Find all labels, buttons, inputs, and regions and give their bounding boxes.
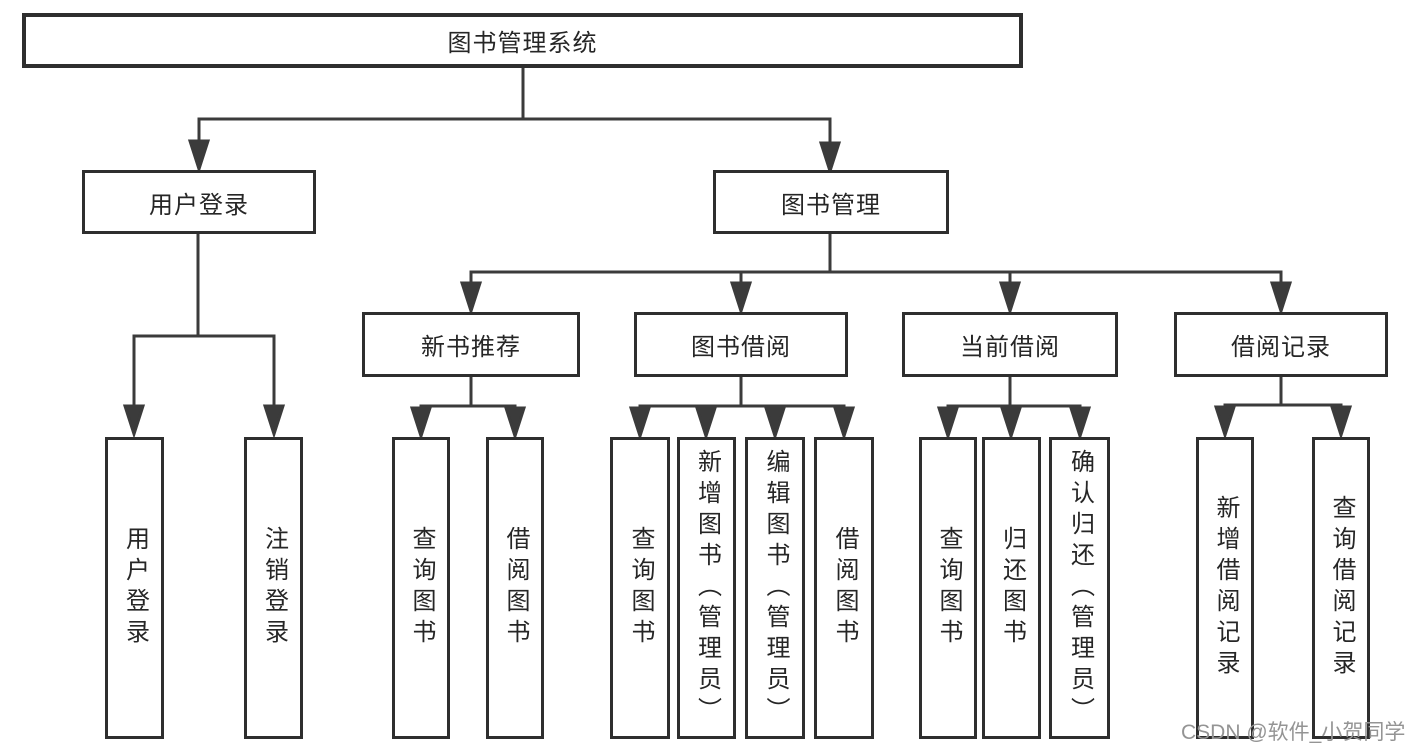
leaf-add-books-admin: 新增图书（管理员） [677,437,736,739]
arrowhead-add-books [694,406,718,441]
leaf-confirm-return-admin: 确认归还（管理员） [1049,437,1110,739]
arrowhead-query-borrow-record [1329,405,1353,440]
arrowhead-new-book-recommendation [459,281,483,316]
arrowhead-add-borrow-record [1213,405,1237,440]
leaf-confirm-return-admin-label: 确认归还（管理员） [1066,448,1094,728]
arrowhead-borrow-books-1 [503,406,527,441]
leaf-add-borrow-record-label: 新增借阅记录 [1212,495,1239,681]
arrowhead-query-books-3 [936,406,960,441]
arrowhead-confirm-return [1068,406,1092,441]
node-new-book-recommendation: 新书推荐 [362,312,580,377]
node-book-borrowing: 图书借阅 [634,312,848,377]
leaf-user-login-label: 用户登录 [121,526,149,650]
leaf-return-books-label: 归还图书 [998,526,1026,650]
connector-book-management-children [459,234,1293,316]
arrowhead-borrowing-records [1269,281,1293,316]
node-new-book-recommendation-label: 新书推荐 [421,334,521,361]
leaf-add-borrow-record: 新增借阅记录 [1196,437,1254,739]
node-borrowing-records: 借阅记录 [1174,312,1388,377]
node-current-borrowing: 当前借阅 [902,312,1118,377]
node-book-borrowing-label: 图书借阅 [691,334,791,361]
leaf-query-books-recommend: 查询图书 [392,437,450,739]
leaf-query-books-recommend-label: 查询图书 [408,526,435,650]
connector-new-book-recommendation-children [409,377,527,441]
leaf-borrow-books-borrowing-label: 借阅图书 [831,526,858,650]
node-book-management: 图书管理 [713,170,949,234]
leaf-query-books-current: 查询图书 [919,437,977,739]
leaf-query-books-current-label: 查询图书 [935,526,962,650]
arrowhead-user-login [187,139,211,174]
leaf-query-books-borrowing: 查询图书 [610,437,670,739]
connector-user-login-children [122,234,286,439]
leaf-edit-books-admin: 编辑图书（管理员） [745,437,805,739]
arrowhead-query-books-2 [628,406,652,441]
leaf-query-books-borrowing-label: 查询图书 [627,526,654,650]
node-user-login-label: 用户登录 [149,191,249,219]
arrowhead-book-management [818,141,842,176]
arrowhead-borrow-books-2 [832,406,856,441]
connector-root-to-level1 [187,68,842,176]
leaf-borrow-books-recommend-label: 借阅图书 [502,526,529,650]
node-root-label: 图书管理系统 [447,30,598,57]
leaf-logout-login: 注销登录 [244,437,303,739]
node-current-borrowing-label: 当前借阅 [960,334,1060,361]
leaf-edit-books-admin-label: 编辑图书（管理员） [762,448,789,728]
connector-borrowing-records-children [1213,377,1353,440]
leaf-query-borrow-record: 查询借阅记录 [1312,437,1370,739]
arrowhead-edit-books [763,406,787,441]
arrowhead-query-books-1 [409,406,433,441]
leaf-add-books-admin-label: 新增图书（管理员） [693,448,721,728]
node-root: 图书管理系统 [22,13,1023,68]
arrowhead-leaf-logout [262,404,286,439]
node-borrowing-records-label: 借阅记录 [1231,334,1331,361]
leaf-borrow-books-recommend: 借阅图书 [486,437,544,739]
leaf-logout-login-label: 注销登录 [260,526,288,650]
leaf-return-books: 归还图书 [982,437,1041,739]
arrowhead-return-books [999,406,1023,441]
csdn-watermark: CSDN @软件_小贺同学 [1181,721,1405,744]
arrowhead-current-borrowing [998,281,1022,316]
node-book-management-label: 图书管理 [781,191,881,219]
leaf-borrow-books-borrowing: 借阅图书 [814,437,874,739]
connector-current-borrowing-children [936,377,1092,441]
arrowhead-book-borrowing [729,281,753,316]
node-user-login: 用户登录 [82,170,316,234]
leaf-user-login: 用户登录 [105,437,164,739]
leaf-query-borrow-record-label: 查询借阅记录 [1328,495,1355,681]
arrowhead-leaf-user-login [122,404,146,439]
connector-book-borrowing-children [628,377,856,441]
